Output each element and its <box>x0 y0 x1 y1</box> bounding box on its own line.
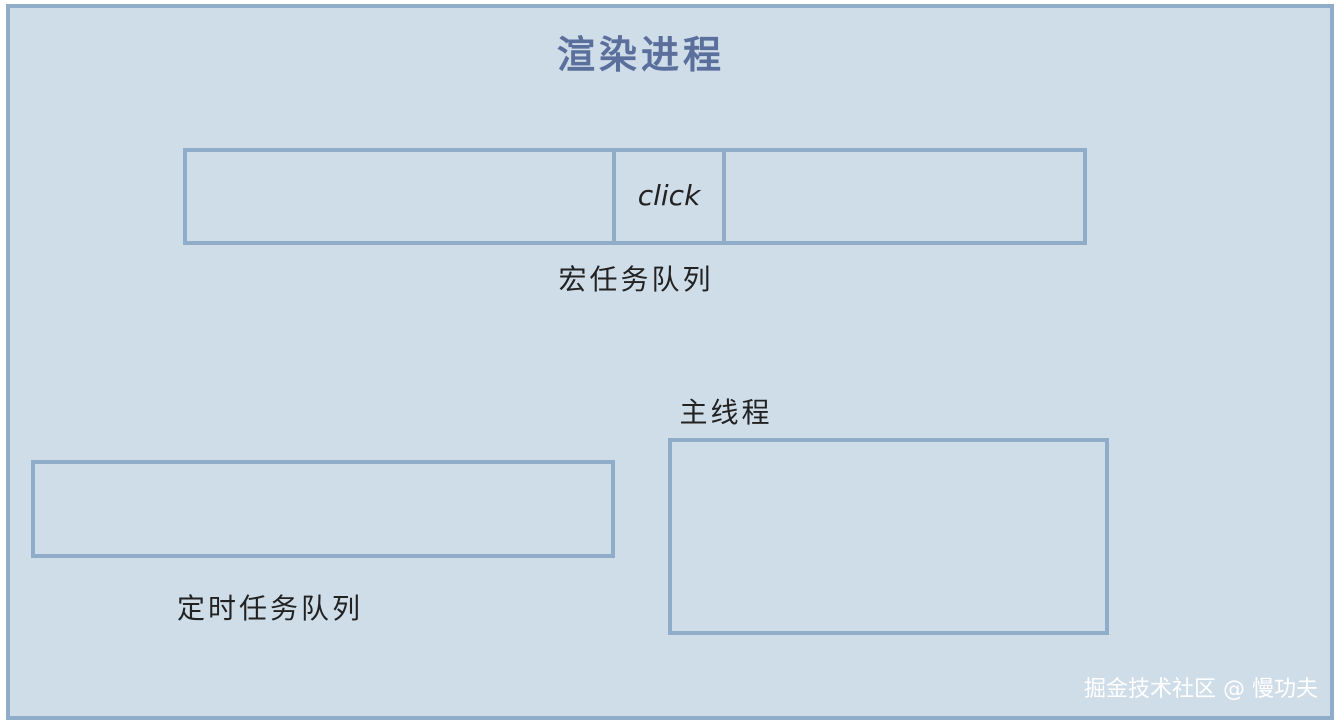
main-thread-label: 主线程 <box>679 396 772 429</box>
main-thread-box <box>668 438 1109 635</box>
render-process-title: 渲染进程 <box>557 33 725 77</box>
watermark: 掘金技术社区 @ 慢功夫 <box>1084 677 1318 702</box>
macrotask-queue-label: 宏任务队列 <box>558 263 713 296</box>
timer-queue-box <box>31 460 615 558</box>
click-task-cell <box>612 148 726 245</box>
click-task-label: click <box>638 179 702 212</box>
macrotask-queue: click <box>183 148 1087 245</box>
timer-queue-label: 定时任务队列 <box>177 592 363 625</box>
